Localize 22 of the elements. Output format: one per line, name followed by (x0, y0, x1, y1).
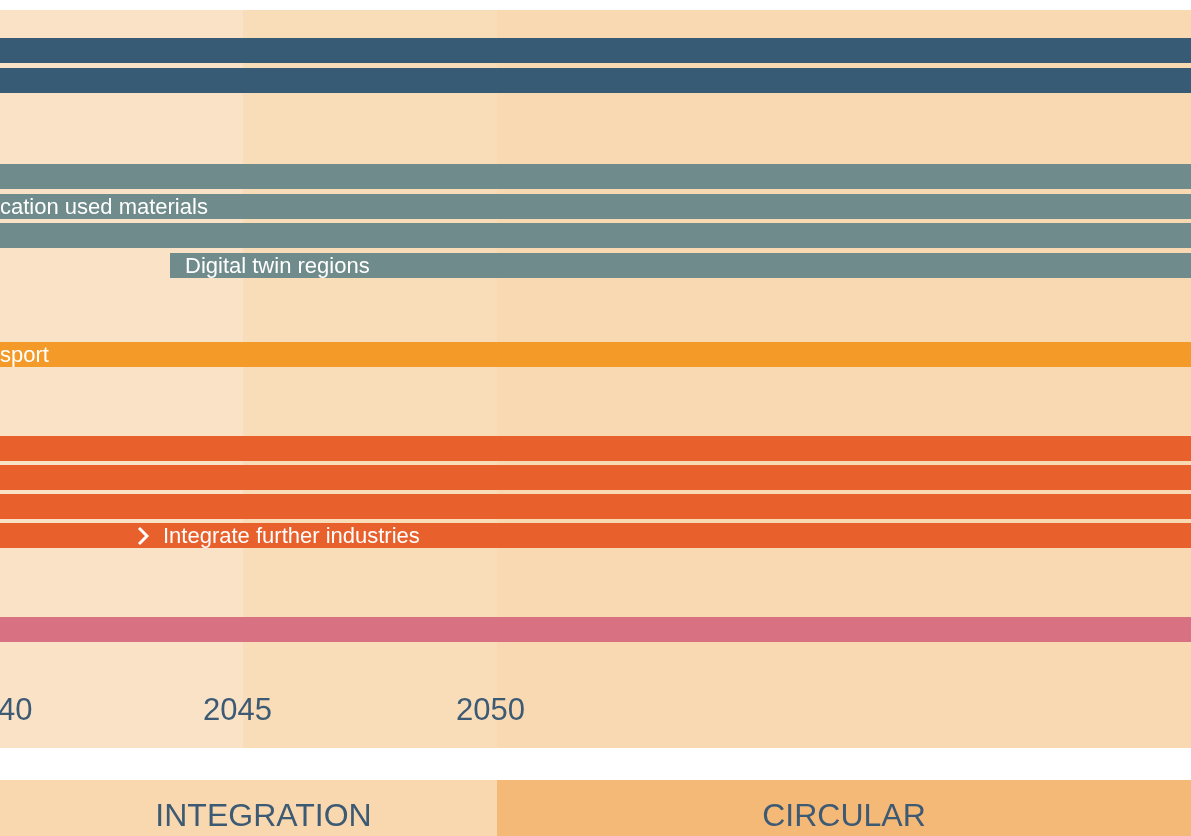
phase-label: CIRCULAR (762, 797, 926, 833)
timeline-bar (0, 38, 1191, 63)
timeline-bar (0, 342, 1191, 367)
timeline-bar (0, 617, 1191, 642)
phase-label: INTEGRATION (155, 797, 372, 833)
bar-label: Digital twin regions (185, 253, 370, 278)
timeline-bar (0, 68, 1191, 93)
bar-label: sport (0, 342, 49, 367)
timeline-bar (170, 253, 1191, 278)
timeline-bar (0, 465, 1191, 490)
phase-band (0, 780, 497, 836)
timeline-bar (0, 436, 1191, 461)
timeline-bar (0, 494, 1191, 519)
year-label: 2050 (456, 692, 525, 728)
timeline-bar (0, 164, 1191, 189)
timeline-bar (0, 523, 1191, 548)
year-label: 2045 (203, 692, 272, 728)
bar-label: Integrate further industries (163, 523, 420, 548)
timeline-bar (0, 194, 1191, 219)
timeline-bar (0, 223, 1191, 248)
bar-label: cation used materials (0, 194, 208, 219)
phase-band (497, 780, 1191, 836)
